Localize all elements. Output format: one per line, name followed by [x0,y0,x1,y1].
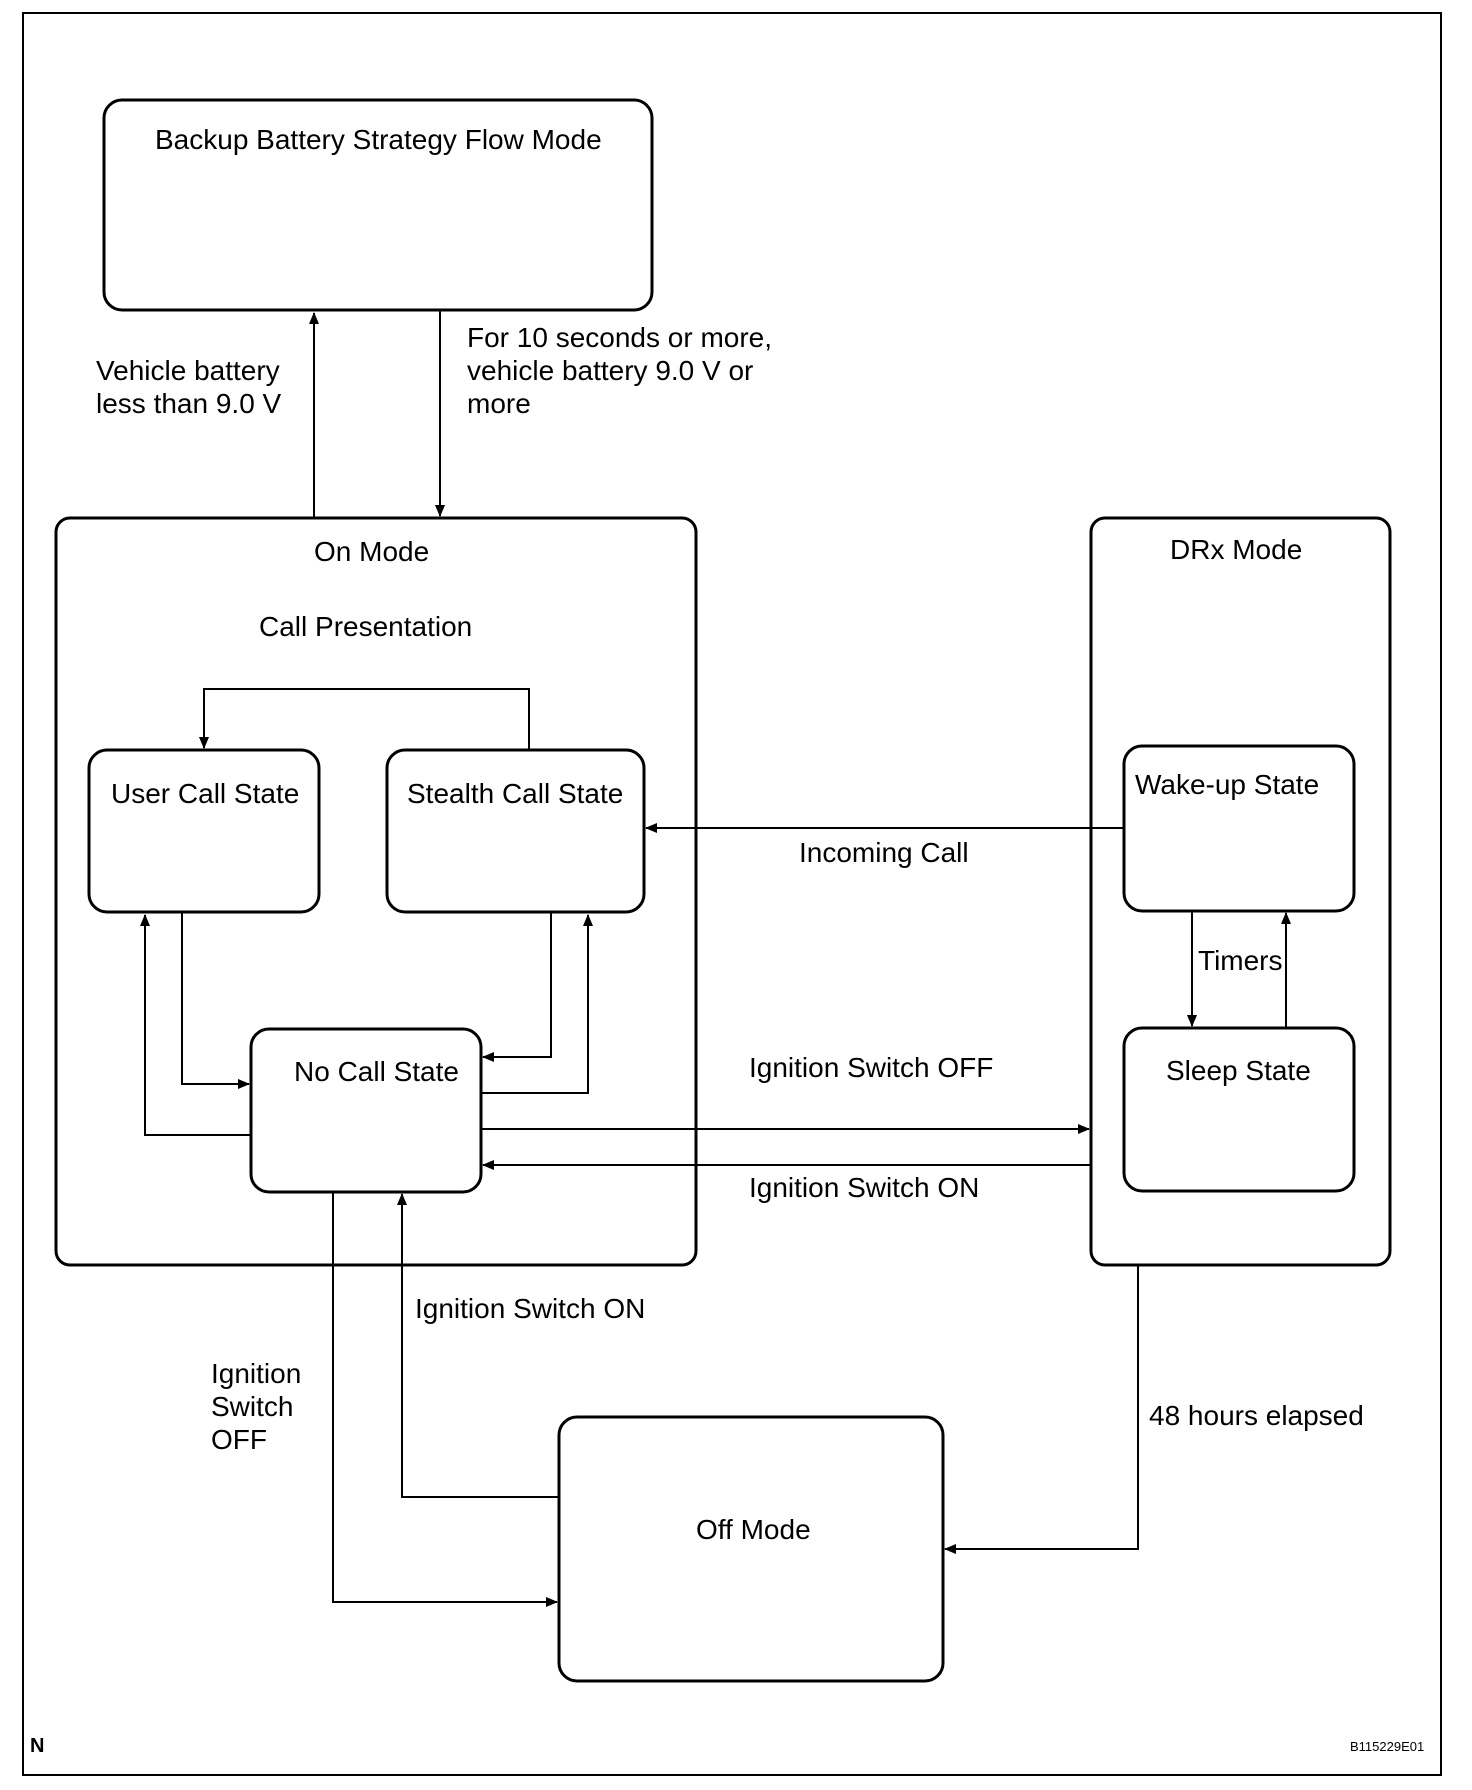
ign-off-to-drx-label: Ignition Switch OFF [749,1052,993,1083]
sleep-state-label: Sleep State [1166,1055,1311,1086]
on-mode-box [54,516,698,1267]
label-battery-ok-3: more [467,388,531,419]
figure-id: B115229E01 [1350,1739,1424,1754]
off-mode-box [557,1415,945,1683]
label-battery-ok-2: vehicle battery 9.0 V or [467,355,753,386]
user-call-state-label: User Call State [111,778,299,809]
arrow-nocall-to-stealth [481,914,593,1094]
ign-off-to-off-label-2: Switch [211,1391,293,1422]
ign-off-to-off-label-3: OFF [211,1424,267,1455]
corner-mark: N [30,1735,44,1757]
call-presentation-label: Call Presentation [259,611,472,642]
user-call-state-box [87,748,321,914]
backup-mode-title: Backup Battery Strategy Flow Mode [155,124,602,155]
ign-on-from-off-label: Ignition Switch ON [415,1293,645,1324]
arrow-stealth-to-nocall [482,912,552,1062]
arrow-stealth-to-user [199,688,530,750]
arrow-ign-on-from-off [397,1193,559,1498]
stealth-call-state-label: Stealth Call State [407,778,623,809]
label-battery-low-2: less than 9.0 V [96,388,282,419]
label-battery-ok-1: For 10 seconds or more, [467,322,772,353]
arrow-ign-off-to-off [332,1192,558,1607]
on-mode-title: On Mode [314,536,429,567]
drx-mode-box [1089,516,1392,1267]
timers-label: Timers [1198,945,1283,976]
outer-frame [22,12,1442,1776]
label-battery-low-1: Vehicle battery [96,355,280,386]
ign-on-from-drx-label: Ignition Switch ON [749,1172,979,1203]
arrow-48-hours [944,1265,1139,1554]
incoming-call-label: Incoming Call [799,837,969,868]
wakeup-state-label: Wake-up State [1135,769,1319,800]
stealth-call-state-box [385,748,646,914]
no-call-state-box [249,1027,483,1194]
off-mode-title: Off Mode [696,1514,811,1545]
arrow-user-to-nocall [181,912,250,1089]
ign-off-to-off-label-1: Ignition [211,1358,301,1389]
no-call-state-label: No Call State [294,1056,459,1087]
drx-mode-title: DRx Mode [1170,534,1302,565]
sleep-state-box [1122,1026,1356,1193]
arrow-nocall-to-user [140,914,251,1136]
backup-mode-box [102,98,654,312]
hours-elapsed-label: 48 hours elapsed [1149,1400,1364,1431]
